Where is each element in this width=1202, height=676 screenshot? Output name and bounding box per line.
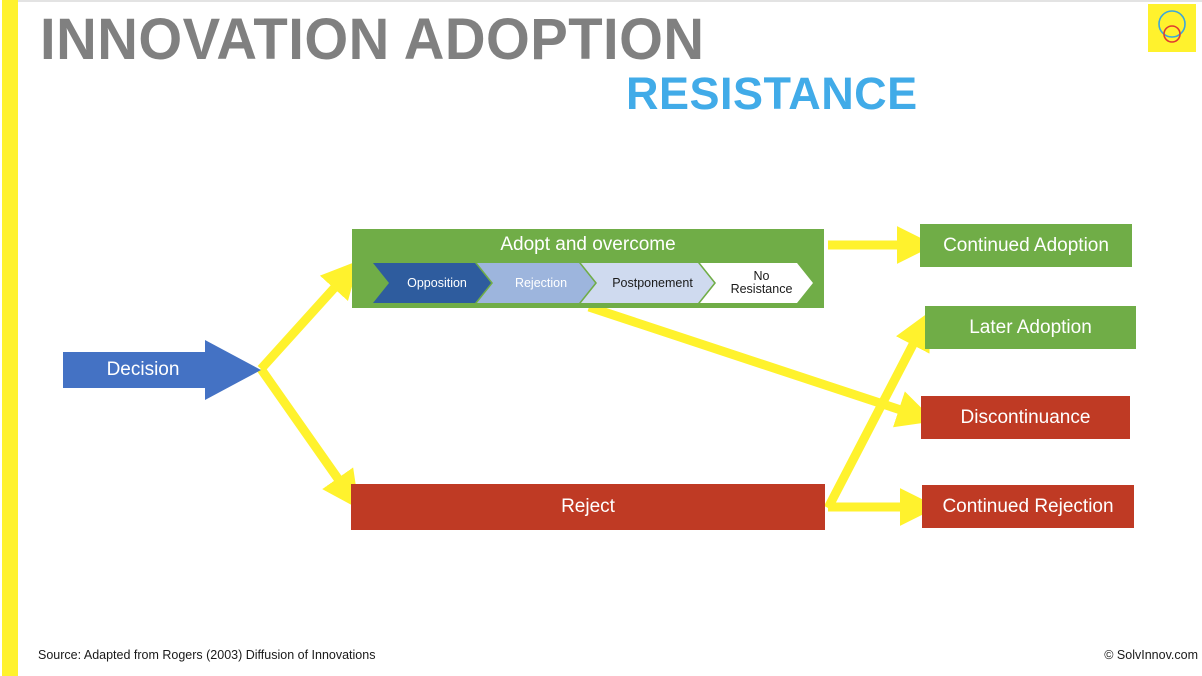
logo-circles-icon [1158, 10, 1186, 43]
solvinnov-logo [1148, 4, 1196, 52]
outcome-label: Continued Rejection [942, 495, 1114, 517]
decision-label: Decision [106, 359, 180, 380]
outcome-label: Later Adoption [969, 316, 1092, 338]
outcome-label: Discontinuance [960, 406, 1091, 428]
outcome-continued-adoption[interactable]: Continued Adoption [920, 224, 1132, 267]
resistance-stage-postponement[interactable]: Postponement [581, 263, 714, 303]
connector-adopt-to-discontinuance [587, 302, 935, 428]
resistance-stage-label: Opposition [407, 275, 467, 290]
resistance-stage-label: No Resistance [730, 269, 793, 296]
page-title: INNOVATION ADOPTION [40, 7, 705, 72]
connector-reject-to-later-adoption [824, 311, 931, 511]
source-note: Source: Adapted from Rogers (2003) Diffu… [38, 648, 376, 662]
page-subtitle: RESISTANCE [626, 68, 918, 119]
outcome-continued-rejection[interactable]: Continued Rejection [922, 485, 1134, 528]
connector-decision-to-reject [257, 366, 360, 510]
copyright-note: © SolvInnov.com [1104, 648, 1198, 662]
resistance-stage-rejection[interactable]: Rejection [477, 263, 595, 303]
resistance-stage-opposition[interactable]: Opposition [373, 263, 491, 303]
top-divider [18, 0, 1202, 2]
adopt-and-overcome-label: Adopt and overcome [500, 234, 676, 255]
outcome-label: Continued Adoption [943, 234, 1109, 256]
resistance-stage-no-resistance[interactable]: No Resistance [700, 263, 813, 303]
outcome-later-adoption[interactable]: Later Adoption [925, 306, 1136, 349]
decision-arrow[interactable]: Decision [63, 340, 261, 400]
left-accent-stripe [2, 0, 18, 676]
resistance-stage-row: Opposition Rejection Postponement No Res… [373, 263, 813, 303]
outcome-discontinuance[interactable]: Discontinuance [921, 396, 1130, 439]
reject-band[interactable]: Reject [351, 484, 825, 530]
resistance-stage-label: Postponement [612, 275, 693, 290]
connector-decision-to-adopt [257, 260, 360, 373]
resistance-stage-label: Rejection [514, 275, 568, 290]
reject-band-label: Reject [561, 496, 615, 517]
